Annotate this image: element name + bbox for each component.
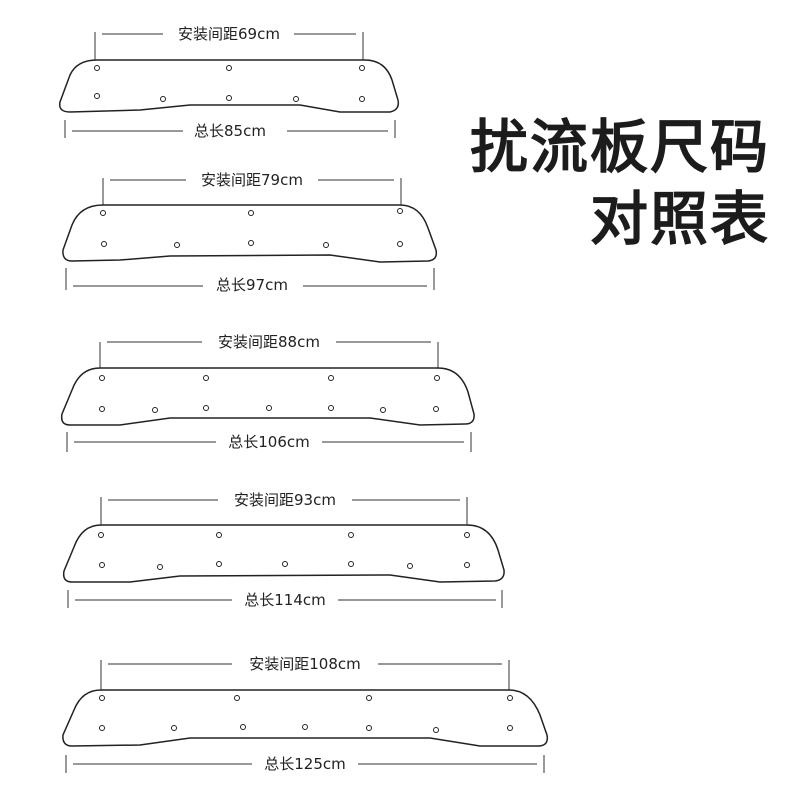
spoiler-outline [58,59,400,113]
spoiler-1: 安装间距69cm 总长85cm [58,25,400,140]
total-length-label: 总长114cm [244,591,326,609]
spoiler-2: 安装间距79cm 总长97cm [62,171,438,294]
total-length-label: 总长106cm [228,433,310,451]
spoiler-3: 安装间距88cm 总长106cm [60,333,475,452]
mount-spacing-label: 安装间距69cm [178,25,280,43]
mounting-holes [94,65,365,102]
spoiler-outline [62,689,549,747]
mounting-holes [100,208,403,248]
spoiler-4: 安装间距93cm 总长114cm [62,491,505,609]
spoiler-5: 安装间距108cm 总长125cm [62,655,549,773]
mount-spacing-label: 安装间距88cm [218,333,320,351]
page-title-line-1: 扰流板尺码 [469,113,770,181]
mount-spacing-label: 安装间距79cm [201,171,303,189]
mounting-holes [99,375,440,413]
spoiler-outline [62,524,505,583]
total-length-label: 总长97cm [216,276,288,294]
total-length-label: 总长125cm [264,755,346,773]
page-title-line-2: 对照表 [589,185,770,253]
mounting-holes [98,532,470,570]
mount-spacing-label: 安装间距108cm [249,655,361,673]
spoiler-outline [60,367,475,426]
mount-spacing-label: 安装间距93cm [234,491,336,509]
mounting-holes [99,695,513,733]
spoiler-outline [62,204,438,263]
total-length-label: 总长85cm [194,122,266,140]
